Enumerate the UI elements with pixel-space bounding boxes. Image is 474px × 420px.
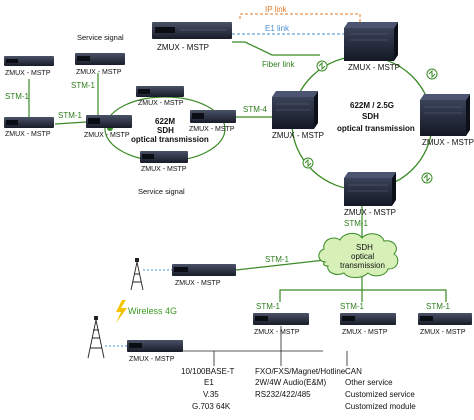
stm1-link-wireless <box>235 259 326 271</box>
zmux-device-top-center[interactable] <box>152 22 232 39</box>
service-item: 10/100BASE-T <box>181 367 234 376</box>
zmux-rack-left[interactable] <box>272 91 318 129</box>
device-label: ZMUX - MSTP <box>138 100 184 107</box>
right-ring-line2: SDH <box>362 112 379 121</box>
device-label: ZMUX - MSTP <box>420 329 466 336</box>
right-ring-line3: optical transmission <box>337 124 415 133</box>
service-item: 2W/4W Audio(E&M) <box>255 378 326 387</box>
stm1-label: STM-1 <box>5 92 30 101</box>
device-label: ZMUX - MSTP <box>157 43 209 52</box>
service-item: E1 <box>204 378 214 387</box>
stm1-label: STM-1 <box>58 111 83 120</box>
cloud-line1: SDH <box>356 243 373 252</box>
stm1-label: STM-1 <box>71 81 96 90</box>
device-label: ZMUX - MSTP <box>254 329 300 336</box>
device-label: ZMUX - MSTP <box>272 131 324 140</box>
service-item: Customized service <box>345 390 415 399</box>
left-ring-line1: 622M <box>155 117 175 126</box>
zmux-device-branch-mid[interactable] <box>340 313 396 325</box>
wireless-4g-label: Wireless 4G <box>128 306 177 316</box>
zmux-device-left-bottom[interactable] <box>4 117 54 128</box>
zmux-device-ring-left[interactable] <box>86 115 132 128</box>
zmux-rack-top[interactable] <box>344 22 398 61</box>
device-label: ZMUX - MSTP <box>5 131 51 138</box>
cloud-line3: transmission <box>340 261 385 270</box>
service-item: FXO/FXS/Magnet/Hotline <box>255 367 346 376</box>
antenna-tower-top-icon <box>130 258 144 291</box>
ip-link-line <box>239 13 361 26</box>
service-item: RS232/422/485 <box>255 390 311 399</box>
stm1-label: STM-1 <box>256 302 281 311</box>
stm4-label: STM-4 <box>243 105 268 114</box>
device-label: ZMUX - MSTP <box>76 69 122 76</box>
stm1-link-mid <box>54 121 87 125</box>
device-label: ZMUX - MSTP <box>344 208 396 217</box>
device-label: ZMUX - MSTP <box>129 356 175 363</box>
service-item: Other service <box>345 378 393 387</box>
stm1-label: STM-1 <box>340 302 365 311</box>
stm1-label: STM-1 <box>344 219 369 228</box>
zmux-device-branch-left[interactable] <box>253 313 309 325</box>
service-item: CAN <box>345 367 362 376</box>
ip-link-label: IP link <box>265 5 288 14</box>
stm1-label: STM-1 <box>265 255 290 264</box>
zmux-device-wireless-top[interactable] <box>172 264 236 276</box>
right-ring-line1: 622M / 2.5G <box>350 101 394 110</box>
zmux-device-ring-right[interactable] <box>190 110 236 123</box>
antenna-tower-bottom-icon <box>87 316 105 359</box>
lightning-icon <box>116 300 127 323</box>
left-ring-line2: SDH <box>157 126 174 135</box>
service-signal-label: Service signal <box>138 187 185 196</box>
service-signal-label: Service signal <box>77 33 124 42</box>
fiber-link-label: Fiber link <box>262 60 295 69</box>
stm1-label: STM-1 <box>426 302 451 311</box>
fiber-link-line <box>232 41 320 56</box>
service-list-col1: 10/100BASE-T E1 V.35 G.703 64K <box>181 367 234 411</box>
zmux-device-branch-right[interactable] <box>418 313 472 325</box>
zmux-device-ring-bottom[interactable] <box>140 151 188 163</box>
left-ring-line3: optical transmission <box>131 135 209 144</box>
device-label: ZMUX - MSTP <box>342 329 388 336</box>
fiber-marker <box>426 68 438 80</box>
fiber-marker <box>421 172 433 184</box>
service-item: V.35 <box>203 390 219 399</box>
cloud-line2: optical <box>351 252 374 261</box>
fiber-marker <box>302 157 314 169</box>
service-item: G.703 64K <box>192 402 231 411</box>
zmux-device-left-top[interactable] <box>4 56 54 66</box>
device-label: ZMUX - MSTP <box>189 126 235 133</box>
fiber-marker <box>316 60 328 72</box>
sdh-cloud <box>318 232 399 278</box>
device-label: ZMUX - MSTP <box>141 166 187 173</box>
device-label: ZMUX - MSTP <box>175 280 221 287</box>
zmux-rack-bottom[interactable] <box>344 172 396 206</box>
service-item: Customized module <box>345 402 416 411</box>
device-label: ZMUX - MSTP <box>422 138 474 147</box>
device-label: ZMUX - MSTP <box>348 63 400 72</box>
service-list-col2: FXO/FXS/Magnet/Hotline 2W/4W Audio(E&M) … <box>255 367 346 399</box>
stm1-branch-lines <box>279 275 447 302</box>
service-list-col3: CAN Other service Customized service Cus… <box>345 367 416 411</box>
e1-link-label: E1 link <box>265 24 290 33</box>
zmux-device-ring-top[interactable] <box>136 86 184 97</box>
device-label: ZMUX - MSTP <box>84 132 130 139</box>
zmux-device-wireless-bottom[interactable] <box>127 340 183 352</box>
zmux-device-service-top[interactable] <box>75 53 125 65</box>
zmux-rack-right[interactable] <box>420 94 470 136</box>
device-label: ZMUX - MSTP <box>5 70 51 77</box>
